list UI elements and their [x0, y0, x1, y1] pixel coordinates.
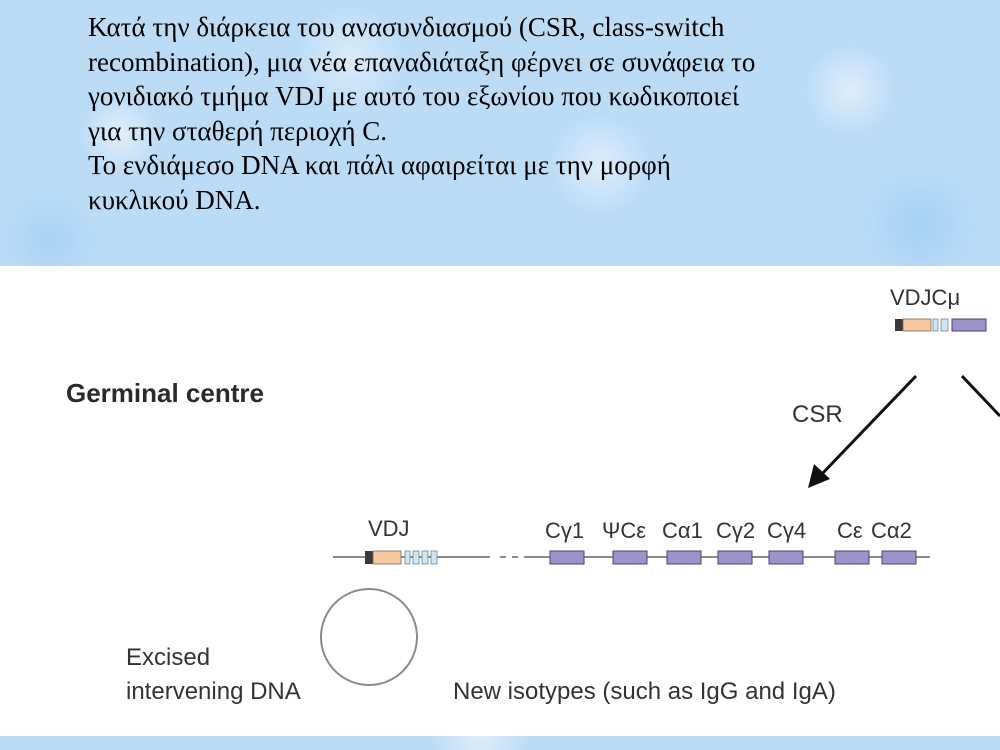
- vdj-j-segment-2: [421, 550, 429, 565]
- vdjc-d-segment: [932, 318, 939, 332]
- vdjc-tip: [895, 319, 903, 331]
- vdjc-j-segment: [940, 318, 949, 332]
- text-line-4: για την σταθερή περιοχή C.: [88, 115, 388, 146]
- excised-dna-circle: [320, 588, 418, 686]
- csr-diagram: VDJCμ CSR Germinal centre: [66, 285, 1000, 705]
- csr-arrow-head: [808, 464, 830, 488]
- label-c-epsilon: Cε: [837, 518, 863, 543]
- diagram-panel: VDJCμ CSR Germinal centre: [0, 266, 1000, 736]
- text-line-6: κυκλικού DNA.: [88, 184, 261, 215]
- label-c-gamma-4: Cγ4: [767, 518, 806, 543]
- label-c-alpha-2: Cα2: [871, 518, 912, 543]
- vdj-j-segment-1: [412, 550, 420, 565]
- csr-label: CSR: [792, 401, 843, 428]
- segment-c-gamma-1: [549, 550, 585, 565]
- text-line-3: γονιδιακό τμήμα VDJ με αυτό του εξωνίου …: [88, 81, 740, 111]
- label-c-alpha-1: Cα1: [662, 518, 703, 543]
- label-c-gamma-2: Cγ2: [716, 518, 755, 543]
- vdj-label: VDJ: [368, 516, 410, 541]
- segment-psi-c-epsilon: [612, 550, 648, 565]
- segment-c-alpha-1: [666, 550, 702, 565]
- description-text: Κατά την διάρκεια του ανασυνδιασμού (CSR…: [88, 10, 968, 217]
- excised-label-line1: Excised: [126, 644, 210, 671]
- vdjc-mu-label: VDJCμ: [890, 285, 960, 310]
- segment-c-gamma-4: [768, 550, 804, 565]
- label-psi-c-epsilon: ΨCε: [602, 518, 646, 543]
- csr-arrow-line: [818, 374, 918, 478]
- text-line-5: Το ενδιάμεσο DNA και πάλι αφαιρείται με …: [88, 150, 671, 180]
- vdj-tip: [365, 551, 373, 564]
- second-arrow-line: [960, 374, 1000, 418]
- label-c-gamma-1: Cγ1: [545, 518, 584, 543]
- rearranged-locus: VDJ Cγ1 ΨCε Cα1 Cγ2 Cγ4 Cε Cα2: [333, 516, 930, 565]
- vdj-v-segment: [372, 550, 402, 565]
- vdj-d-segment-1: [404, 550, 411, 565]
- text-line-2: recombination), μια νέα επαναδιάταξη φέρ…: [88, 46, 756, 77]
- segment-c-epsilon: [834, 550, 870, 565]
- germinal-centre-label: Germinal centre: [66, 378, 264, 408]
- vdjc-mu-gene: [895, 318, 987, 332]
- csr-arrow: [808, 374, 918, 488]
- segment-c-gamma-2: [717, 550, 753, 565]
- segment-c-alpha-2: [881, 550, 917, 565]
- text-line-1: Κατά την διάρκεια του ανασυνδιασμού (CSR…: [88, 12, 725, 42]
- vdjc-c-mu-segment: [951, 318, 987, 332]
- vdjc-v-segment: [902, 318, 932, 332]
- vdj-j-segment-3: [430, 550, 438, 565]
- new-isotypes-label: New isotypes (such as IgG and IgA): [453, 678, 836, 705]
- excised-label-line2: intervening DNA: [126, 678, 301, 705]
